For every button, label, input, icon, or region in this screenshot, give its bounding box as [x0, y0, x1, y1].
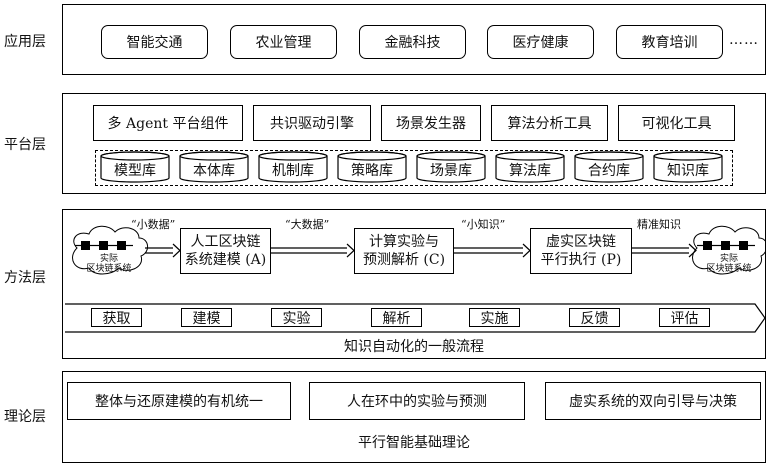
step-experiment: 实验 [271, 308, 322, 327]
library-group [95, 150, 733, 186]
tool-visualization: 可视化工具 [618, 105, 735, 141]
edge-label-big-data: “大数据” [285, 218, 330, 231]
edge-label-small-data: “小数据” [131, 218, 176, 231]
left-system-label: 实际 区块链系统 [77, 254, 141, 274]
app-item-agriculture: 农业管理 [230, 25, 337, 59]
flow-box-parallel-execution: 虚实区块链 平行执行 (P) [530, 228, 632, 274]
step-evaluate: 评估 [659, 308, 710, 327]
flow-box-parallel-execution-line1: 虚实区块链 [546, 234, 616, 250]
theory-item-human-in-loop: 人在环中的实验与预测 [309, 382, 525, 420]
method-caption: 知识自动化的一般流程 [344, 339, 484, 355]
left-system-label-line2: 区块链系统 [86, 264, 132, 274]
flow-box-parallel-execution-line2: 平行执行 (P) [540, 252, 622, 268]
layer-label-theory: 理论层 [4, 409, 46, 425]
right-system-label-line1: 实际 [719, 254, 738, 264]
lib-scenario: 场景库 [430, 163, 472, 179]
edge-label-small-knowledge: “小知识” [461, 218, 506, 231]
layer-label-platform: 平台层 [4, 137, 46, 153]
flow-box-computational-experiment-line2: 预测解析 (C) [362, 252, 446, 268]
tool-algorithm-analysis: 算法分析工具 [491, 105, 608, 141]
app-item-fintech: 金融科技 [359, 25, 466, 59]
lib-model: 模型库 [114, 163, 156, 179]
theory-item-bidirectional-guidance: 虚实系统的双向引导与决策 [545, 382, 761, 420]
step-acquire: 获取 [91, 308, 142, 327]
layer-label-method: 方法层 [4, 270, 46, 286]
right-chain-blocks [703, 241, 748, 250]
app-item-healthcare: 医疗健康 [487, 25, 594, 59]
method-layer-panel: 实际 区块链系统 实际 区块链系统 “小数据” “大数据” “小知识” 精准知识… [62, 209, 766, 359]
lib-mechanism: 机制库 [272, 163, 314, 179]
platform-layer-panel: 多 Agent 平台组件 共识驱动引擎 场景发生器 算法分析工具 可视化工具 模… [62, 93, 766, 194]
layer-label-application: 应用层 [4, 34, 46, 50]
flow-box-artificial-modeling-line1: 人工区块链 [190, 234, 261, 250]
step-model: 建模 [181, 308, 232, 327]
left-system-label-line1: 实际 [99, 254, 118, 264]
flow-box-artificial-modeling-line2: 系统建模 (A) [184, 252, 267, 268]
step-implement: 实施 [469, 308, 520, 327]
tool-scenario-generator: 场景发生器 [381, 105, 481, 141]
theory-caption: 平行智能基础理论 [358, 435, 470, 451]
right-system-label-line2: 区块链系统 [706, 264, 752, 274]
flow-box-computational-experiment: 计算实验与 预测解析 (C) [354, 228, 454, 274]
right-system-label: 实际 区块链系统 [697, 254, 761, 274]
left-chain-blocks [81, 241, 126, 250]
step-feedback: 反馈 [569, 308, 620, 327]
right-system-cloud [692, 225, 765, 275]
edge-label-precise-knowledge: 精准知识 [637, 218, 681, 231]
step-analyze: 解析 [371, 308, 422, 327]
theory-layer-panel: 整体与还原建模的有机统一 人在环中的实验与预测 虚实系统的双向引导与决策 平行智… [62, 371, 766, 463]
lib-contract: 合约库 [588, 163, 630, 179]
library-cylinders [100, 151, 723, 183]
app-item-education: 教育培训 [616, 25, 723, 59]
left-system-cloud [72, 225, 148, 275]
flow-box-artificial-modeling: 人工区块链 系统建模 (A) [180, 228, 271, 274]
app-ellipsis: …… [729, 32, 759, 48]
lib-knowledge: 知识库 [667, 163, 709, 179]
tool-multi-agent: 多 Agent 平台组件 [93, 105, 243, 141]
application-layer-panel: 智能交通 农业管理 金融科技 医疗健康 教育培训 …… [62, 4, 766, 75]
theory-item-holistic-modeling: 整体与还原建模的有机统一 [67, 382, 291, 420]
app-item-intelligent-transport: 智能交通 [101, 25, 208, 59]
flow-box-computational-experiment-line1: 计算实验与 [369, 234, 439, 250]
lib-ontology: 本体库 [193, 163, 235, 179]
lib-algorithm: 算法库 [509, 163, 551, 179]
tool-consensus-engine: 共识驱动引擎 [253, 105, 371, 141]
lib-strategy: 策略库 [351, 163, 393, 179]
